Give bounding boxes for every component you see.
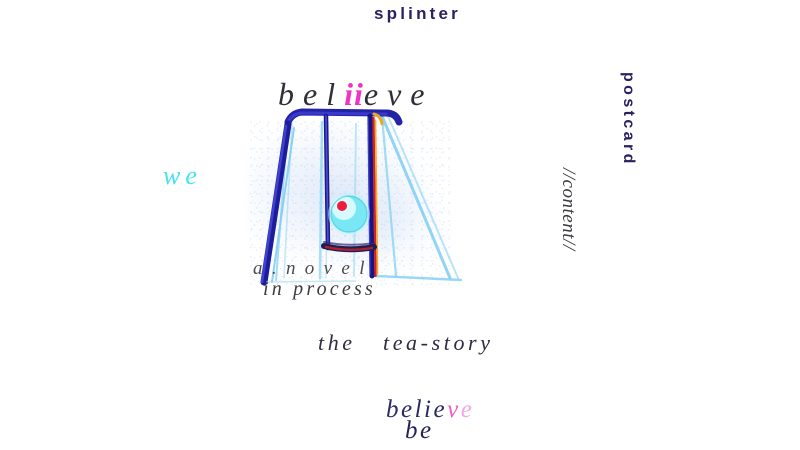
headline-believe-part2: eve: [363, 76, 434, 112]
subtitle-in-process: in process: [263, 278, 376, 300]
headline-believe-part1: bel: [278, 76, 345, 112]
swing-hook-gold: [372, 112, 384, 126]
headline-believe: beliieve: [278, 78, 433, 110]
word-we: we: [163, 161, 202, 190]
footer-believe-part2: e: [433, 396, 448, 423]
footer-believe-part1: beli: [386, 396, 434, 423]
ball-dot: [337, 201, 347, 211]
footer-believe-fade2: e: [460, 396, 475, 423]
swing-set-svg: [260, 108, 463, 286]
footer-believe-fade1: v: [447, 396, 461, 423]
footer-be: be: [405, 417, 434, 444]
subtitle-a-novel: a . n o v e l: [253, 258, 367, 279]
swing-ball: [328, 193, 370, 235]
ghost-frame-right: [374, 114, 463, 282]
label-postcard-vertical: postcard: [620, 72, 637, 167]
swing-set-illustration: [236, 100, 486, 300]
swing-top-beam: [284, 108, 403, 126]
swing-seat: [321, 241, 377, 253]
title-splinter: splinter: [374, 4, 462, 23]
swing-left-leg: [260, 120, 295, 286]
footer-believe: believe: [386, 397, 474, 422]
swing-rope-right: [367, 113, 379, 279]
ground-line: [265, 280, 357, 283]
subtitle-tea-story: the tea-story: [318, 330, 494, 355]
label-content-vertical: //content//: [558, 168, 579, 251]
swing-rope-left: [323, 113, 331, 251]
headline-believe-highlight: ii: [344, 76, 364, 112]
